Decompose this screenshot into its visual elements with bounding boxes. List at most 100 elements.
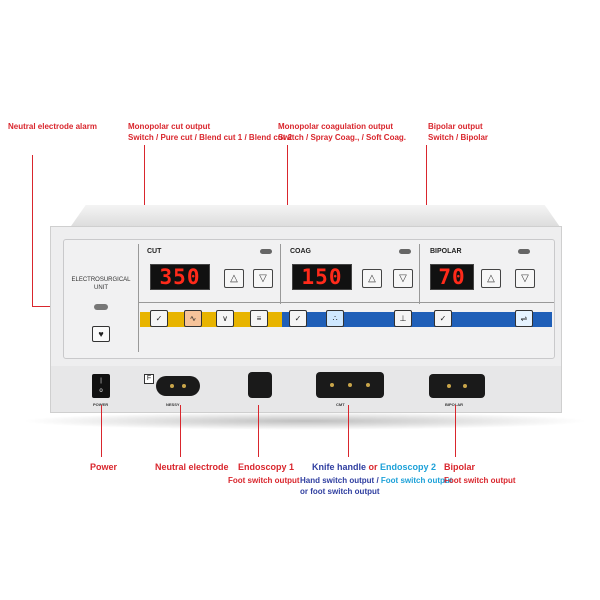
- f-mark: F: [144, 374, 154, 384]
- soft-coag-icon: ⊥: [399, 314, 407, 323]
- coag-output-label: Monopolar coagulation output: [278, 122, 394, 131]
- electrosurgical-unit: ELECTROSURGICAL UNIT ♥ CUT 350 △ ▽ COAG …: [20, 205, 590, 430]
- bipolar-icon: ⇌: [520, 314, 528, 323]
- bipolar-caption: BIPOLAR: [445, 402, 463, 407]
- knife-or-text: or: [366, 462, 381, 472]
- neutral-electrode-socket[interactable]: [156, 376, 200, 396]
- device-shadow: [20, 412, 590, 430]
- arrow-down-icon: ▽: [259, 273, 267, 284]
- arrow-down-icon: ▽: [399, 273, 407, 284]
- coag-down-button[interactable]: ▽: [393, 269, 413, 288]
- knife-sub-line2: or foot switch output: [300, 487, 380, 496]
- cut-display: 350: [150, 264, 210, 290]
- heart-icon[interactable]: ♥: [92, 326, 110, 342]
- knife-sub-line1: Hand switch output / Foot switch output: [300, 475, 452, 486]
- bipolar-led: [518, 249, 530, 254]
- cut-up-button[interactable]: △: [224, 269, 244, 288]
- coag-display: 150: [292, 264, 352, 290]
- panel-divider-cut-coag: [280, 244, 281, 304]
- device-name: ELECTROSURGICAL UNIT: [66, 276, 136, 292]
- bipolar-title: BIPOLAR: [430, 248, 462, 255]
- socket-pin: [182, 384, 186, 388]
- coag-hand-switch-button[interactable]: ✓: [289, 310, 307, 327]
- bipolar-foot-sub: Foot switch output: [444, 476, 516, 485]
- pure-cut-button[interactable]: ∿: [184, 310, 202, 327]
- cut-hand-switch-button[interactable]: ✓: [150, 310, 168, 327]
- arrow-up-icon: △: [230, 273, 238, 284]
- device-name-line2: UNIT: [94, 285, 108, 291]
- hand-switch-icon: ✓: [155, 314, 163, 323]
- power-on-mark: |: [100, 378, 102, 384]
- bipolar-mode-button[interactable]: ⇌: [515, 310, 533, 327]
- endoscopy-1-label: Endoscopy 1: [238, 462, 295, 472]
- arrow-up-icon: △: [368, 273, 376, 284]
- knife-handle-socket[interactable]: [316, 372, 384, 398]
- bipolar-hand-switch-button[interactable]: ✓: [434, 310, 452, 327]
- socket-pin: [170, 384, 174, 388]
- power-label: Power: [90, 462, 118, 472]
- panel-divider-left: [138, 244, 139, 352]
- cut-output-label: Monopolar cut output: [128, 122, 211, 131]
- power-caption: POWER: [93, 402, 108, 407]
- neutral-alarm-led: [94, 304, 108, 310]
- power-off-mark: o: [99, 388, 103, 394]
- bipolar-socket[interactable]: [429, 374, 485, 398]
- panel-divider-coag-bipolar: [419, 244, 420, 304]
- spray-coag-icon: ∴: [332, 314, 338, 323]
- coag-up-button[interactable]: △: [362, 269, 382, 288]
- panel-divider-horizontal: [138, 302, 554, 303]
- endoscopy-1-sub: Foot switch output: [228, 476, 300, 485]
- arrow-down-icon: ▽: [521, 273, 529, 284]
- cut-mode-strip: [140, 312, 282, 327]
- bipolar-up-button[interactable]: △: [481, 269, 501, 288]
- endoscopy-1-socket[interactable]: [248, 372, 272, 398]
- alarm-leader-v: [32, 155, 33, 306]
- coag-title: COAG: [290, 248, 311, 255]
- soft-coag-button[interactable]: ⊥: [394, 310, 412, 327]
- power-switch[interactable]: | o: [92, 374, 110, 398]
- cut-led: [260, 249, 272, 254]
- neutral-caption: NESSY: [166, 402, 180, 407]
- endo1-leader: [258, 405, 259, 457]
- socket-pin: [366, 383, 370, 387]
- slash-text: /: [374, 476, 381, 485]
- neutral-alarm-label: Neutral electrode alarm: [8, 122, 97, 131]
- coag-output-sub: Switch / Spray Coag., / Soft Coag.: [278, 133, 407, 142]
- coag-bipolar-mode-strip: [282, 312, 552, 327]
- cut-output-sub: Switch / Pure cut / Blend cut 1 / Blend …: [128, 133, 293, 142]
- bipolar-foot-label: Bipolar: [444, 462, 476, 472]
- endoscopy-2-text: Endoscopy 2: [380, 462, 437, 472]
- blend-cut-2-button[interactable]: ≡: [250, 310, 268, 327]
- knife-handle-text: Knife handle: [312, 462, 367, 472]
- socket-pin: [348, 383, 352, 387]
- control-panel: ELECTROSURGICAL UNIT ♥ CUT 350 △ ▽ COAG …: [63, 239, 555, 359]
- hand-switch-icon: ✓: [439, 314, 447, 323]
- bipolar-output-sub: Switch / Bipolar: [428, 133, 489, 142]
- hand-switch-output-text: Hand switch output: [300, 476, 375, 485]
- socket-pin: [463, 384, 467, 388]
- socket-pin: [330, 383, 334, 387]
- power-leader: [101, 405, 102, 457]
- socket-pin: [447, 384, 451, 388]
- bipolar-down-button[interactable]: ▽: [515, 269, 535, 288]
- knife-leader: [348, 405, 349, 457]
- blend-cut-2-icon: ≡: [256, 314, 262, 323]
- neutral-electrode-label: Neutral electrode: [155, 462, 229, 472]
- neutral-leader: [180, 405, 181, 457]
- blend-cut-1-button[interactable]: ∨: [216, 310, 234, 327]
- device-top: [70, 205, 560, 227]
- knife-endo2-label: Knife handle or Endoscopy 2: [312, 462, 436, 473]
- pure-cut-icon: ∿: [189, 314, 197, 323]
- hand-switch-icon: ✓: [294, 314, 302, 323]
- connector-panel: | o POWER F NESSY CMT BIPOLAR: [50, 366, 562, 413]
- cut-down-button[interactable]: ▽: [253, 269, 273, 288]
- blend-cut-icon: ∨: [222, 314, 228, 323]
- foot-switch-output-text: Foot switch output: [380, 476, 453, 485]
- cut-title: CUT: [147, 248, 162, 255]
- bipolar-foot-leader: [455, 405, 456, 457]
- bipolar-output-label: Bipolar output: [428, 122, 483, 131]
- bipolar-display: 70: [430, 264, 474, 290]
- coag-led: [399, 249, 411, 254]
- device-name-line1: ELECTROSURGICAL: [71, 277, 131, 283]
- spray-coag-button[interactable]: ∴: [326, 310, 344, 327]
